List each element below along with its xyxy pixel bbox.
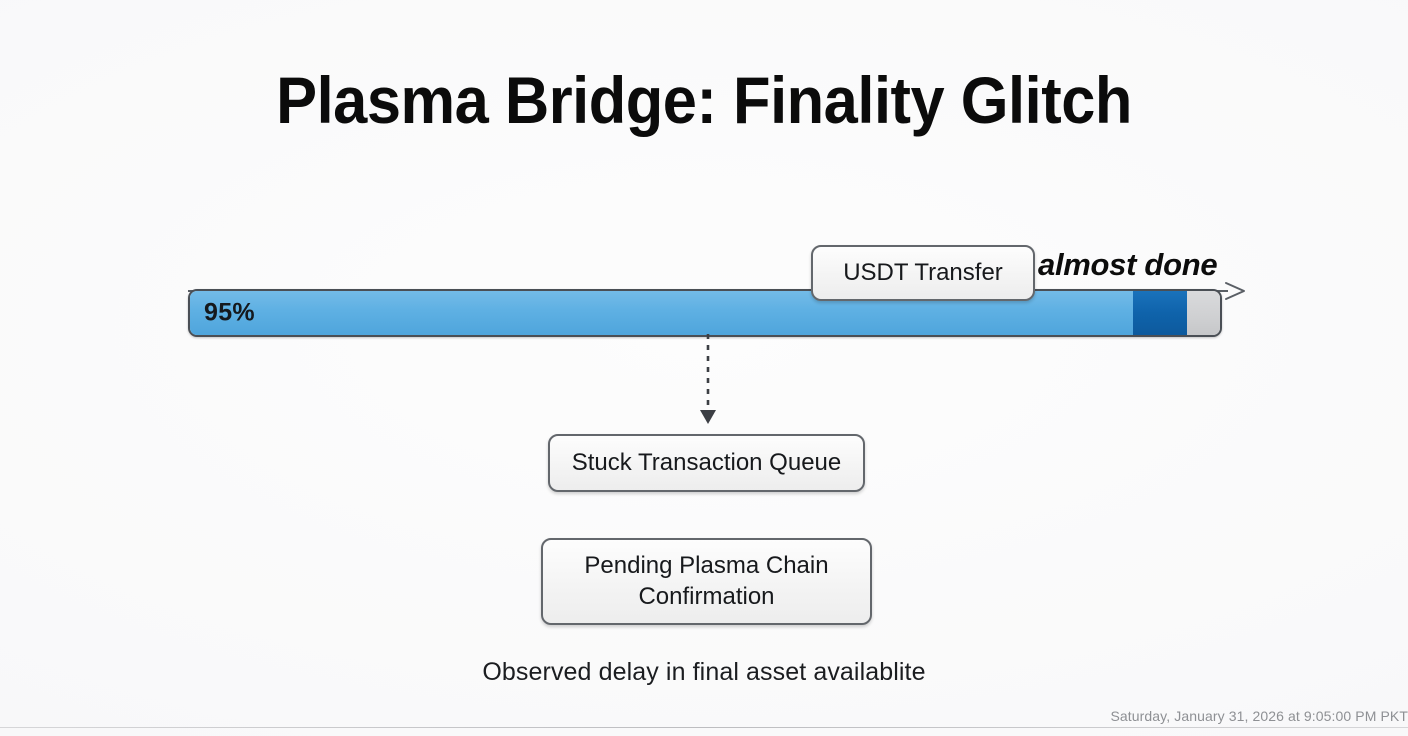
timestamp-label: Saturday, January 31, 2026 at 9:05:00 PM… xyxy=(1110,708,1408,724)
progress-track xyxy=(188,289,1222,337)
progress-bar[interactable]: 95% xyxy=(188,289,1222,337)
footer-divider xyxy=(0,727,1408,728)
page-title: Plasma Bridge: Finality Glitch xyxy=(276,63,1132,137)
node-stuck-transaction-queue[interactable]: Stuck Transaction Queue xyxy=(548,434,865,492)
progress-fill-finalizing xyxy=(1133,291,1188,335)
node-pending-line1: Pending Plasma Chain xyxy=(584,551,829,579)
node-pending-text: Pending Plasma Chain Confirmation xyxy=(584,551,828,612)
dashed-connector-arrow-icon xyxy=(700,334,716,424)
caption-text: Observed delay in final asset availablit… xyxy=(482,658,926,686)
node-pending-line2: Confirmation xyxy=(638,582,775,610)
node-pending-plasma-chain-confirmation[interactable]: Pending Plasma Chain Confirmation xyxy=(541,538,872,625)
progress-fill-remaining xyxy=(1187,291,1220,335)
node-usdt-transfer-label: USDT Transfer xyxy=(843,258,1003,286)
node-usdt-transfer[interactable]: USDT Transfer xyxy=(811,245,1035,301)
node-stuck-transaction-queue-label: Stuck Transaction Queue xyxy=(571,448,842,476)
progress-percent-label: 95% xyxy=(204,298,255,327)
almost-done-annotation: almost done xyxy=(1038,247,1218,282)
